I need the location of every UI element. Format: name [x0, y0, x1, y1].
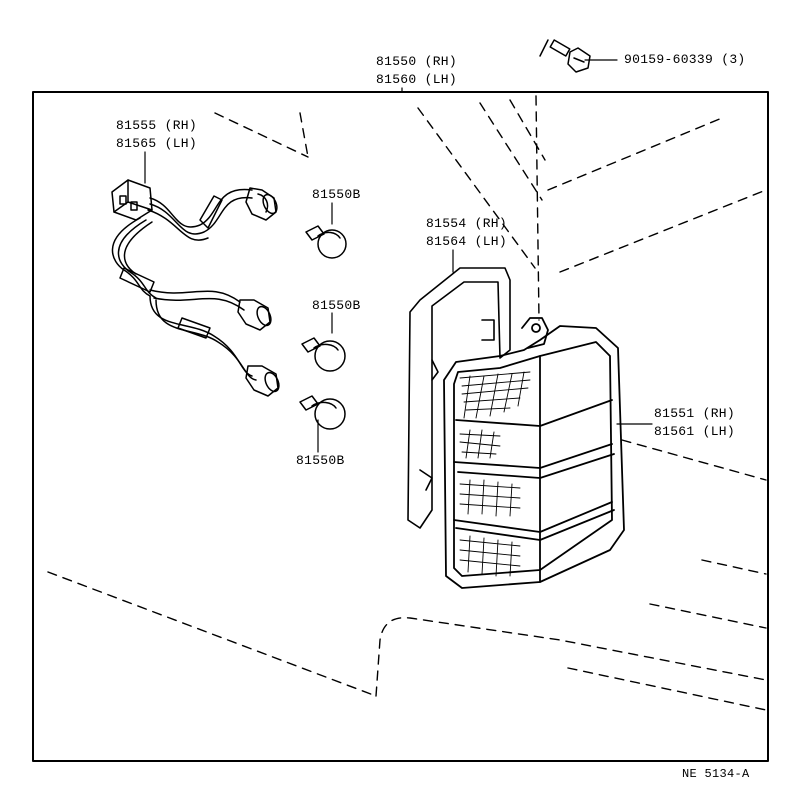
bulb-upper	[305, 225, 347, 259]
bolt-label: 90159-60339 (3)	[624, 52, 746, 67]
diagram-frame	[32, 91, 769, 762]
leader-lines	[144, 59, 653, 453]
bulb-lower-label: 81550B	[296, 453, 345, 468]
gasket-rh-label: 81554 (RH)	[426, 216, 508, 231]
bulb-middle	[301, 337, 346, 372]
socket-harness	[111, 179, 280, 397]
socket-rh-label: 81555 (RH)	[116, 118, 198, 133]
figure-id: NE 5134-A	[682, 767, 750, 781]
lens-lh-label: 81561 (LH)	[654, 424, 736, 439]
vehicle-body-outline	[47, 95, 767, 711]
lens-assy-rh-label: 81550 (RH)	[376, 54, 458, 69]
bulb-upper-label: 81550B	[312, 187, 361, 202]
bulb-lower	[299, 395, 346, 430]
lens-hatching	[459, 371, 531, 577]
bolt-part	[539, 39, 591, 73]
lens-rh-label: 81551 (RH)	[654, 406, 736, 421]
gasket-part	[407, 267, 511, 529]
gasket-lh-label: 81564 (LH)	[426, 234, 508, 249]
lens-assy-lh-label: 81560 (LH)	[376, 72, 458, 87]
bulb-middle-label: 81550B	[312, 298, 361, 313]
lens-part	[443, 317, 625, 589]
socket-lh-label: 81565 (LH)	[116, 136, 198, 151]
